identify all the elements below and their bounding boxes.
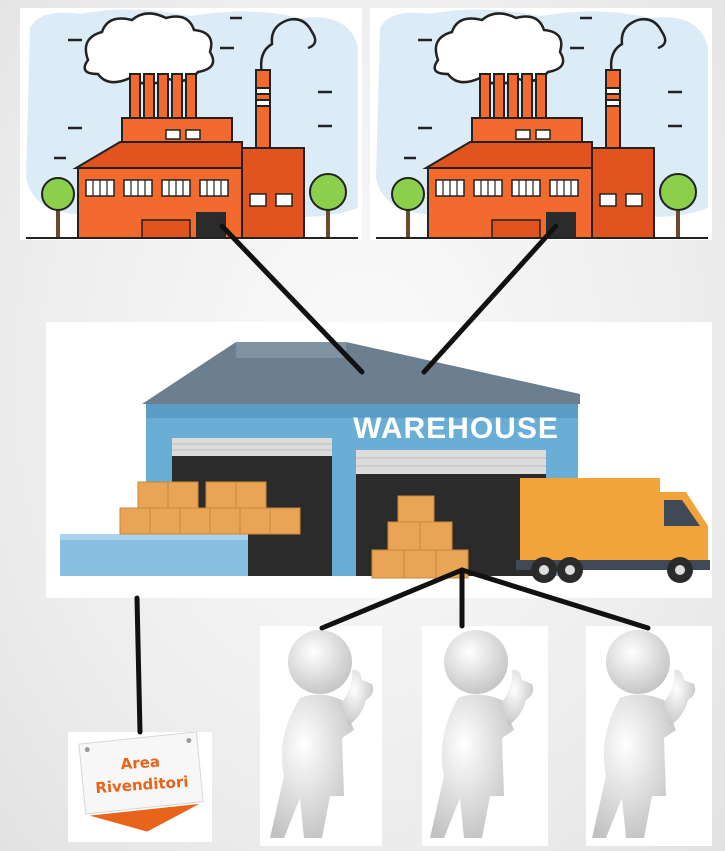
person-thumbs-up-panel-2 [422, 626, 548, 846]
person-thumbs-up-icon [270, 630, 374, 838]
reseller-area-tag-panel: Area Rivenditori [68, 732, 212, 842]
warehouse-label: WAREHOUSE [353, 412, 559, 445]
factory-icon [26, 9, 358, 239]
reseller-tag-line1: Area [120, 753, 160, 774]
factory-left-panel [20, 8, 362, 240]
warehouse-icon: WAREHOUSE [60, 342, 710, 583]
person-thumbs-up-panel-1 [260, 626, 382, 846]
connector-warehouse-reseller [134, 595, 143, 735]
down-arrow-icon [89, 803, 200, 832]
person-thumbs-up-icon [592, 630, 696, 838]
factory-right-panel [370, 8, 712, 240]
factory-icon [376, 9, 708, 239]
warehouse-panel: WAREHOUSE [46, 322, 712, 598]
person-thumbs-up-panel-3 [586, 626, 712, 846]
person-thumbs-up-icon [430, 630, 534, 838]
